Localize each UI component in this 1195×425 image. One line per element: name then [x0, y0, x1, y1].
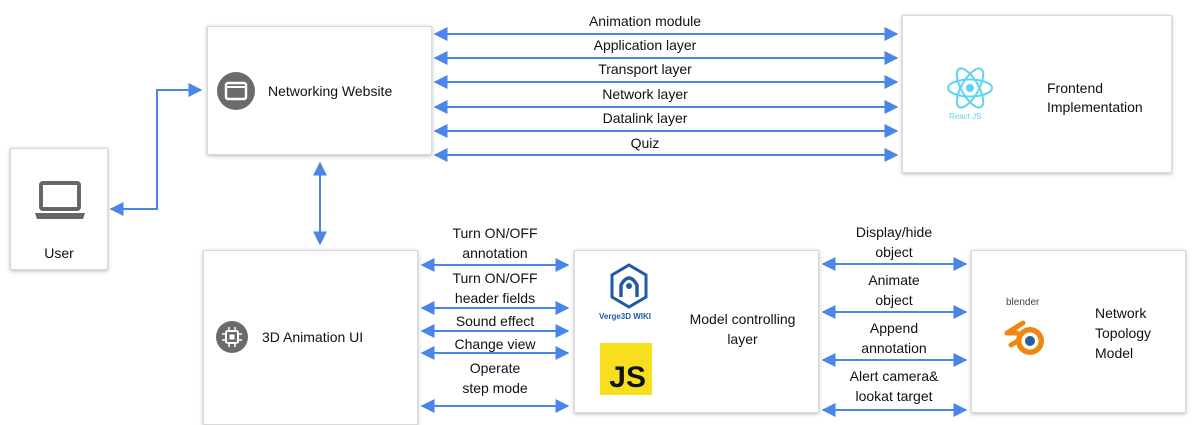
controller-label-line2: layer — [727, 331, 758, 347]
link-label: annotation — [861, 340, 927, 356]
link-label: header fields — [454, 290, 536, 306]
link-label: step mode — [462, 380, 528, 396]
link-label: Append — [869, 320, 919, 336]
website-label: Networking Website — [268, 83, 393, 99]
topology-label-line1: Network — [1095, 305, 1147, 321]
controller-label-line1: Model controlling — [689, 311, 796, 327]
link-label: object — [875, 292, 913, 308]
link-label: lookat target — [855, 388, 933, 404]
react-logo-icon — [947, 67, 993, 109]
link-label: annotation — [462, 245, 528, 261]
react-logo-text: React JS — [949, 112, 982, 121]
link-label: Turn ON/OFF — [452, 225, 538, 241]
user-label: User — [44, 245, 74, 261]
blender-logo-icon — [1004, 320, 1044, 355]
networking-website-node: Networking Website — [207, 26, 432, 155]
link-label: Display/hide — [855, 224, 933, 240]
link-label: Alert camera& — [849, 368, 939, 384]
verge3d-logo-text: Verge3D WIKI — [599, 312, 652, 321]
link-label: Transport layer — [598, 61, 692, 77]
topology-label-line2: Topology — [1095, 325, 1152, 341]
link-label: Application layer — [593, 37, 697, 53]
animation-ui-node: 3D Animation UI — [203, 250, 418, 425]
frontend-label-line1: Frontend — [1047, 80, 1104, 96]
link-label: object — [875, 244, 913, 260]
model-controlling-layer-node: Verge3D WIKI JS Model controlling layer — [574, 250, 819, 413]
link-label: Animate — [868, 272, 920, 288]
link-label: Datalink layer — [602, 110, 688, 126]
link-label: Quiz — [630, 135, 660, 151]
link-label: Operate — [469, 360, 521, 376]
frontend-label-line2: Implementation — [1047, 99, 1143, 115]
chip-icon — [216, 321, 248, 353]
link-label: Sound effect — [455, 313, 535, 329]
laptop-icon — [35, 181, 85, 219]
js-logo: JS — [600, 343, 652, 395]
link-label: Network layer — [602, 86, 688, 102]
link-label: Animation module — [588, 13, 702, 29]
js-logo-text: JS — [609, 361, 646, 394]
link-label: Change view — [454, 336, 536, 352]
blender-logo-text: blender — [1006, 297, 1040, 308]
link-label: Turn ON/OFF — [452, 270, 538, 286]
browser-window-icon — [217, 72, 255, 110]
network-topology-node: blender Network Topology Model — [971, 250, 1186, 413]
user-node: User — [10, 148, 108, 270]
animation-ui-label: 3D Animation UI — [262, 329, 364, 345]
arrow-user-website — [109, 83, 203, 216]
topology-label-line3: Model — [1095, 345, 1134, 361]
verge3d-logo-icon — [610, 263, 648, 309]
frontend-node: React JS Frontend Implementation — [902, 15, 1172, 173]
